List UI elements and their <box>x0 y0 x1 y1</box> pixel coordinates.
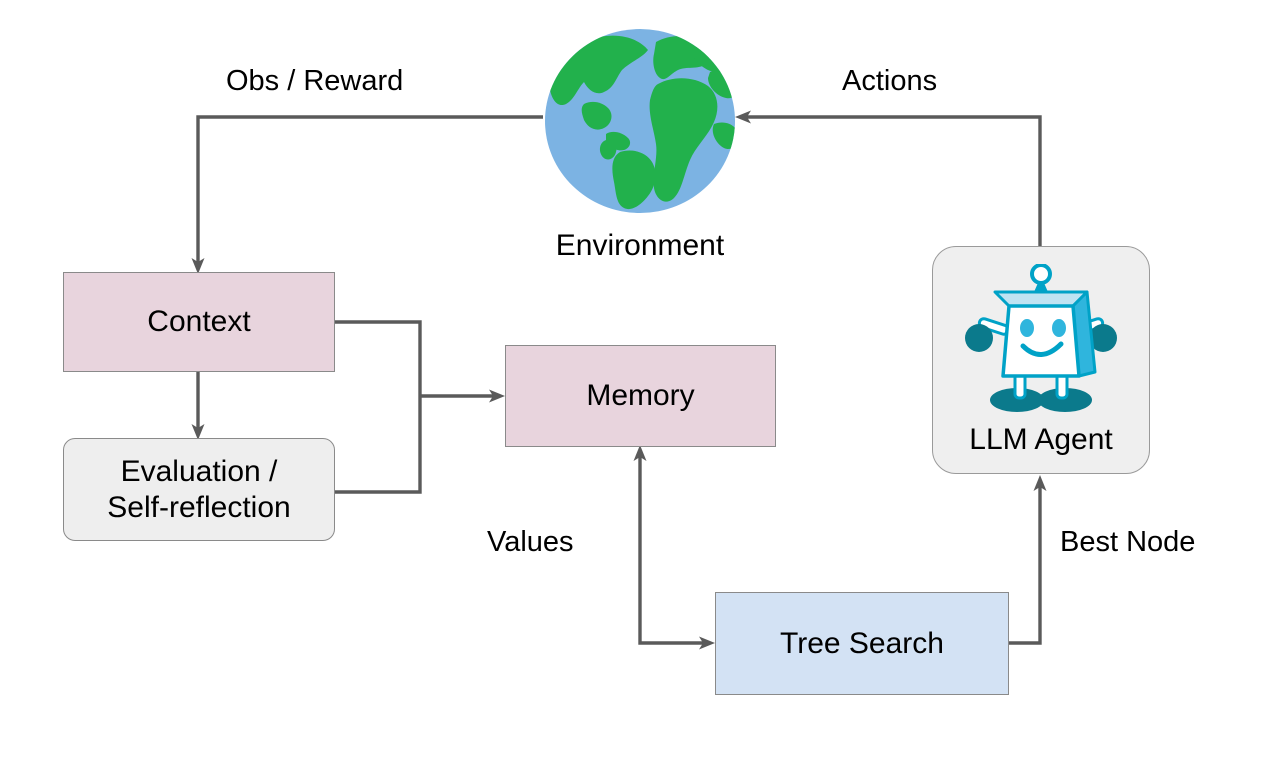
node-context-label: Context <box>147 305 251 339</box>
node-tree-search[interactable]: Tree Search <box>715 592 1009 695</box>
node-tree-search-label: Tree Search <box>780 626 944 660</box>
edge-label-best-node: Best Node <box>1060 526 1196 558</box>
node-memory[interactable]: Memory <box>505 345 776 447</box>
edge-context-to-evaluation <box>191 372 205 440</box>
robot-icon <box>965 263 1117 412</box>
edge-tree-search-to-agent <box>1009 475 1047 645</box>
node-llm-agent-label: LLM Agent <box>969 422 1113 456</box>
edge-label-actions: Actions <box>842 65 938 97</box>
edge-agent-to-environment <box>735 110 1042 246</box>
node-evaluation-self-reflection[interactable]: Evaluation / Self-reflection <box>63 438 335 541</box>
edge-memory-tree-search <box>633 445 715 650</box>
node-environment[interactable]: Environment <box>543 28 737 268</box>
edge-label-values: Values <box>487 526 574 558</box>
edge-environment-to-context <box>191 115 543 274</box>
node-llm-agent[interactable]: LLM Agent <box>932 246 1150 474</box>
edge-label-obs-reward: Obs / Reward <box>226 65 404 97</box>
node-evaluation-label: Evaluation / Self-reflection <box>107 455 291 524</box>
edge-context-evaluation-to-memory <box>335 320 505 494</box>
globe-icon <box>545 29 735 213</box>
node-context[interactable]: Context <box>63 272 335 372</box>
node-memory-label: Memory <box>586 379 695 413</box>
node-environment-label: Environment <box>555 229 725 262</box>
